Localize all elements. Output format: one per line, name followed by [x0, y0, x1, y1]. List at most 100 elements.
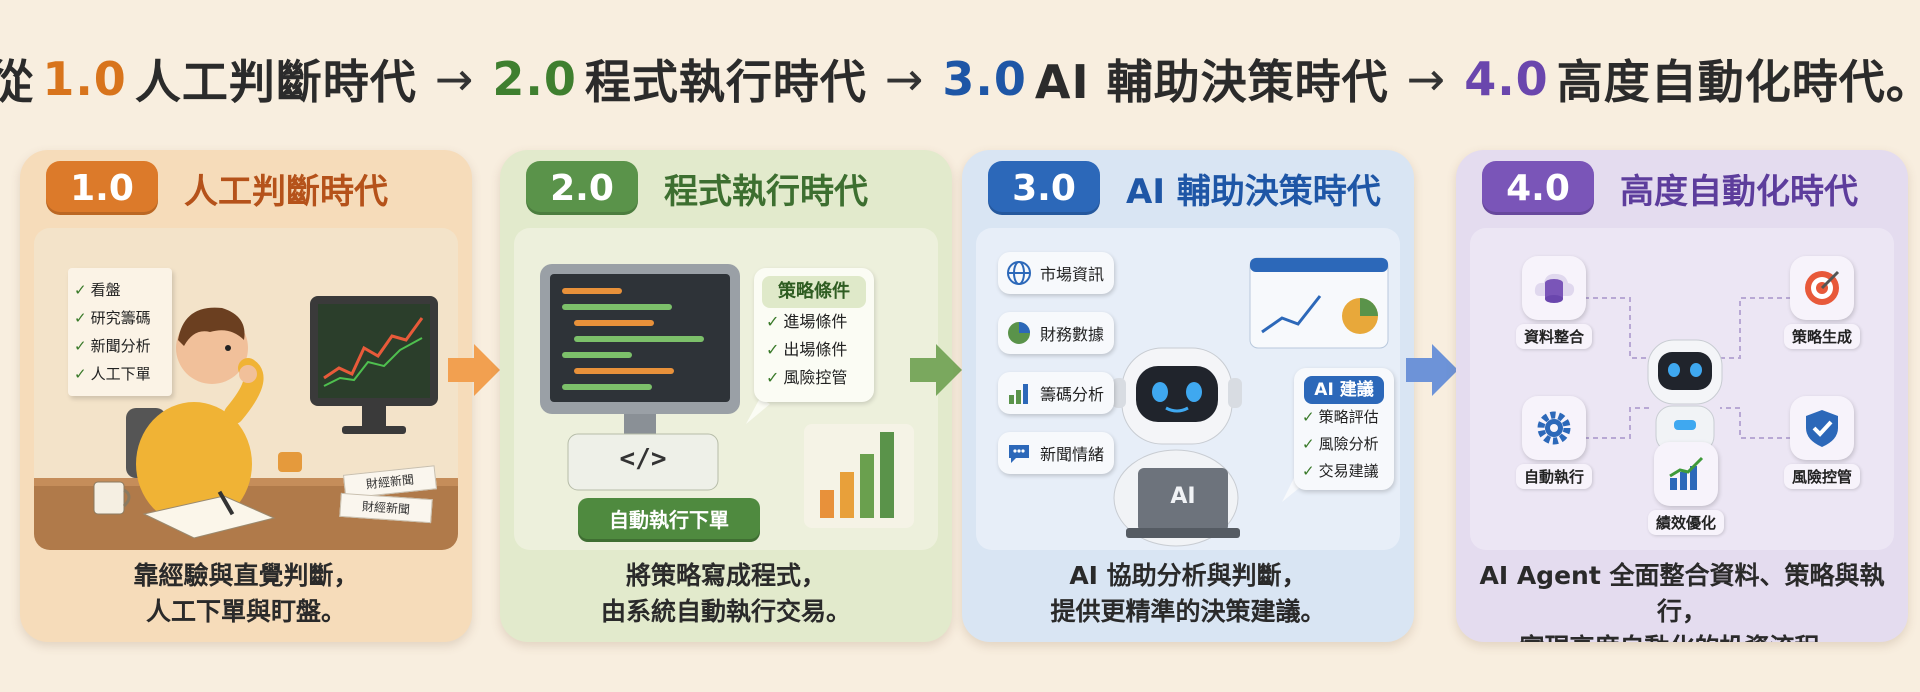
flow-arrow-icon [1406, 344, 1458, 396]
panel-title: 人工判斷時代 [184, 171, 388, 212]
strategy-conditions: 策略條件 ✓進場條件 ✓出場條件 ✓風險控管 [754, 268, 874, 402]
ai-advice-box: AI 建議 ✓策略評估 ✓風險分析 ✓交易建議 [1294, 368, 1394, 490]
node-label: 風險控管 [1783, 464, 1860, 489]
flow-arrow-icon [448, 344, 500, 396]
checklist-item: 新聞分析 [90, 337, 151, 355]
node-label: 策略生成 [1783, 324, 1860, 349]
laptop-label: AI [1170, 484, 1196, 509]
input-market-info: 市場資訊 [998, 252, 1114, 294]
advice-item: 風險分析 [1318, 435, 1379, 453]
headline-arrow-icon: → [1406, 52, 1447, 106]
input-label: 財務數據 [1040, 325, 1105, 344]
panel-description: 將策略寫成程式， 由系統自動執行交易。 [500, 558, 952, 634]
check-icon: ✓ [766, 368, 780, 387]
gear-icon [1522, 396, 1586, 460]
computer-illustration [540, 264, 914, 528]
panel-description: AI 協助分析與判斷， 提供更精準的決策建議。 [962, 558, 1414, 634]
check-icon: ✓ [766, 340, 780, 359]
panel-title: AI 輔助決策時代 [1126, 171, 1381, 212]
headline-stage4-name: 高度自動化時代。 [1556, 55, 1920, 109]
node-data-integration: 資料整合 [1508, 256, 1600, 349]
check-icon: ✓ [1302, 435, 1315, 453]
checklist-item: 看盤 [90, 281, 121, 299]
automation-scene: 資料整合 策略生成 自動執行 績效優化 風險控管 [1470, 228, 1894, 550]
agent-network-illustration [1566, 297, 1800, 478]
bar-chart-icon [1006, 380, 1032, 406]
check-icon: ✓ [74, 281, 87, 299]
stage-badge: 3.0 [988, 161, 1100, 215]
node-auto-execution: 自動執行 [1508, 396, 1600, 489]
desc-line: 靠經驗與直覺判斷， [133, 561, 359, 590]
headline: 從 1.0 人工判斷時代 → 2.0 程式執行時代 → 3.0 AI 輔助決策時… [0, 44, 1920, 114]
panel-description: AI Agent 全面整合資料、策略與執行， 實現高度自動化的投資流程。 [1456, 558, 1908, 642]
manual-trading-scene: ✓看盤 ✓研究籌碼 ✓新聞分析 ✓人工下單 財經新聞 財經新聞 [34, 228, 458, 550]
headline-stage1-num: 1.0 [42, 52, 127, 106]
advice-item: 策略評估 [1318, 408, 1379, 426]
check-icon: ✓ [1302, 408, 1315, 426]
check-icon: ✓ [74, 365, 87, 383]
panel-title: 程式執行時代 [664, 171, 868, 212]
input-label: 新聞情緒 [1040, 445, 1105, 464]
desc-line: 提供更精準的決策建議。 [1050, 597, 1326, 626]
condition-item: 進場條件 [783, 312, 848, 331]
headline-arrow-icon: → [434, 52, 475, 106]
stage-badge: 1.0 [46, 161, 158, 215]
panel-header: 1.0 人工判斷時代 [20, 150, 472, 226]
robot-illustration [1112, 257, 1389, 547]
node-label: 自動執行 [1515, 464, 1592, 489]
input-chip-analysis: 籌碼分析 [998, 372, 1114, 414]
input-label: 市場資訊 [1040, 265, 1105, 284]
input-financial-data: 財務數據 [998, 312, 1114, 354]
desc-line: AI 協助分析與判斷， [1069, 561, 1307, 590]
panel-header: 3.0 AI 輔助決策時代 [962, 150, 1414, 226]
newspaper: 財經新聞 [339, 492, 433, 524]
task-checklist: ✓看盤 ✓研究籌碼 ✓新聞分析 ✓人工下單 [68, 268, 172, 396]
headline-arrow-icon: → [884, 52, 925, 106]
conditions-title: 策略條件 [762, 276, 866, 308]
target-icon [1790, 256, 1854, 320]
advice-title: AI 建議 [1304, 376, 1384, 404]
checklist-item: 人工下單 [90, 365, 151, 383]
check-icon: ✓ [74, 337, 87, 355]
program-execution-scene: </> 策略條件 ✓進場條件 ✓出場條件 ✓風險控管 自動執行下單 [514, 228, 938, 550]
input-news-sentiment: 新聞情緒 [998, 432, 1114, 474]
panel-header: 4.0 高度自動化時代 [1456, 150, 1908, 226]
checklist-item: 研究籌碼 [90, 309, 151, 327]
flow-arrow-icon [910, 344, 962, 396]
database-cloud-icon [1522, 256, 1586, 320]
desc-line: 由系統自動執行交易。 [600, 597, 851, 626]
stage-badge: 2.0 [526, 161, 638, 215]
input-label: 籌碼分析 [1040, 385, 1105, 404]
headline-stage4-num: 4.0 [1464, 52, 1549, 106]
code-symbol-icon: </> [619, 444, 667, 474]
desc-line: 實現高度自動化的投資流程。 [1456, 630, 1908, 642]
desc-line: 人工下單與盯盤。 [145, 597, 346, 626]
growth-chart-icon [1654, 442, 1718, 506]
headline-stage3-name: AI 輔助決策時代 [1034, 55, 1389, 109]
headline-prefix: 從 [0, 55, 35, 109]
shield-check-icon [1790, 396, 1854, 460]
advice-item: 交易建議 [1318, 462, 1379, 480]
node-strategy-generation: 策略生成 [1776, 256, 1868, 349]
headline-stage1-name: 人工判斷時代 [134, 55, 417, 109]
check-icon: ✓ [74, 309, 87, 327]
node-performance-optimization: 績效優化 [1640, 442, 1732, 535]
newspaper-stack: 財經新聞 財經新聞 [339, 460, 438, 530]
condition-item: 出場條件 [783, 340, 848, 359]
stage-panel-3: 3.0 AI 輔助決策時代 AI 市 [962, 150, 1414, 642]
panel-description: 靠經驗與直覺判斷， 人工下單與盯盤。 [20, 558, 472, 634]
node-label: 資料整合 [1515, 324, 1592, 349]
panel-header: 2.0 程式執行時代 [500, 150, 952, 226]
check-icon: ✓ [1302, 462, 1315, 480]
auto-execute-order-button: 自動執行下單 [578, 498, 760, 542]
condition-item: 風險控管 [783, 368, 848, 387]
node-label: 績效優化 [1647, 510, 1724, 535]
stage-badge: 4.0 [1482, 161, 1594, 215]
stage-panel-1: 1.0 人工判斷時代 [20, 150, 472, 642]
headline-stage3-num: 3.0 [942, 52, 1027, 106]
headline-stage2-num: 2.0 [492, 52, 577, 106]
stage-panel-2: 2.0 程式執行時代 </> 策略條 [500, 150, 952, 642]
chat-bubble-icon [1006, 440, 1032, 466]
headline-stage2-name: 程式執行時代 [584, 55, 867, 109]
desc-line: AI Agent 全面整合資料、策略與執行， [1479, 561, 1885, 626]
